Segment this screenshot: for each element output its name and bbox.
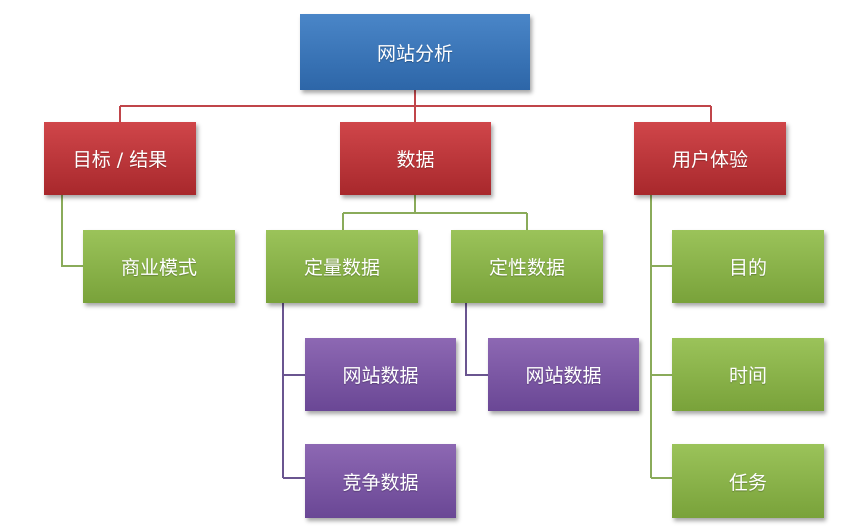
node-site-data-quant: 网站数据 <box>305 338 456 411</box>
node-goals-results: 目标 / 结果 <box>44 122 196 195</box>
node-time: 时间 <box>672 338 824 411</box>
node-competitive-data: 竞争数据 <box>305 444 456 518</box>
node-purpose: 目的 <box>672 230 824 303</box>
green-connectors <box>61 195 672 479</box>
node-task: 任务 <box>672 444 824 518</box>
node-data: 数据 <box>340 122 491 195</box>
node-site-data-qual: 网站数据 <box>488 338 639 411</box>
node-quantitative-data: 定量数据 <box>266 230 418 303</box>
node-business-model: 商业模式 <box>83 230 235 303</box>
root-connectors <box>119 90 712 122</box>
purple-connectors <box>282 303 488 479</box>
node-root: 网站分析 <box>300 14 530 90</box>
node-qualitative-data: 定性数据 <box>451 230 603 303</box>
node-user-experience: 用户体验 <box>634 122 786 195</box>
